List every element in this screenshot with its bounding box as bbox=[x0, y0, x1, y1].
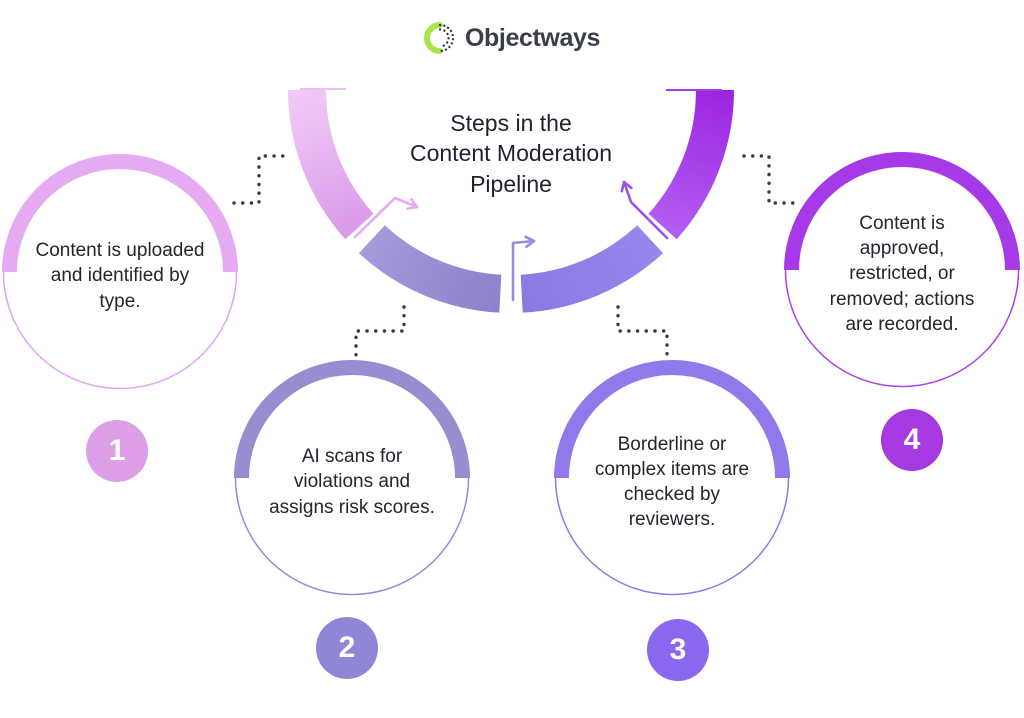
objectways-logo-icon bbox=[424, 22, 455, 54]
step-circle-1-ring bbox=[2, 154, 238, 390]
logo-text: Objectways bbox=[465, 23, 600, 52]
step-number-badge-2: 2 bbox=[316, 617, 378, 679]
step-circle-2: AI scans for violations and assigns risk… bbox=[234, 360, 470, 596]
arc-segment-2 bbox=[358, 225, 502, 313]
connector-dotted-step3 bbox=[616, 305, 669, 357]
step-circle-3: Borderline or complex items are checked … bbox=[554, 360, 790, 596]
step-text-3: Borderline or complex items are checked … bbox=[594, 433, 750, 531]
step-circle-2-ring bbox=[234, 360, 470, 596]
arc-segment-3 bbox=[520, 225, 664, 313]
step-number-2: 2 bbox=[338, 631, 356, 664]
step-number-badge-4: 4 bbox=[881, 409, 943, 471]
connector-dotted-step1 bbox=[232, 154, 286, 205]
step-text-4: Content is approved, restricted, or remo… bbox=[829, 213, 975, 335]
logo: Objectways bbox=[0, 22, 1024, 54]
diagram-title: Steps in the Content Moderation Pipeline bbox=[409, 110, 612, 197]
arc-segment-4 bbox=[648, 89, 734, 240]
step-circle-1: Content is uploaded and identified by ty… bbox=[2, 154, 238, 390]
step-circle-4-ring bbox=[784, 152, 1020, 388]
step-number-badge-3: 3 bbox=[647, 619, 709, 681]
step-number-badge-1: 1 bbox=[86, 420, 148, 482]
arc-segment-1 bbox=[288, 89, 374, 240]
step-number-4: 4 bbox=[903, 423, 921, 456]
step-number-3: 3 bbox=[669, 633, 687, 666]
step-circle-3-ring bbox=[554, 360, 790, 596]
step-number-1: 1 bbox=[108, 434, 126, 467]
step-circle-4: Content is approved, restricted, or remo… bbox=[784, 152, 1020, 388]
step-text-2: AI scans for violations and assigns risk… bbox=[269, 446, 435, 518]
arrow-right-icon bbox=[620, 180, 669, 240]
connector-dotted-step2 bbox=[354, 305, 406, 357]
step-text-1: Content is uploaded and identified by ty… bbox=[35, 240, 205, 312]
arrow-center-icon bbox=[511, 235, 536, 302]
arrow-left-icon bbox=[353, 196, 419, 239]
